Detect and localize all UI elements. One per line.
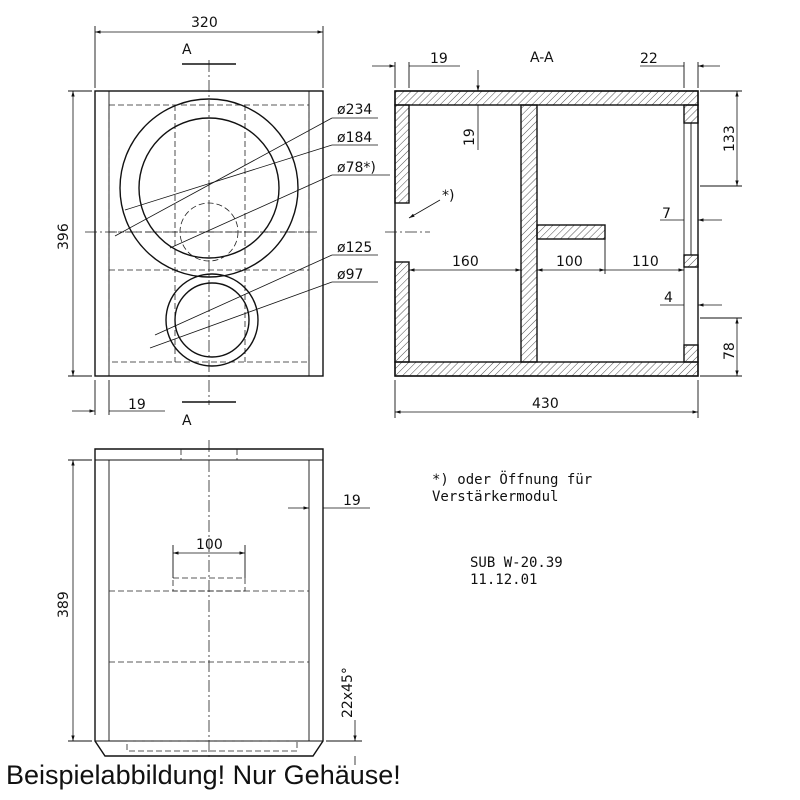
notes-block: *) oder Öffnung für Verstärkermodul SUB … bbox=[432, 470, 592, 588]
section-mark-top: A bbox=[182, 42, 192, 58]
note-line-2: Verstärkermodul bbox=[432, 489, 558, 505]
dim-section-top-wall: 19 bbox=[462, 128, 478, 146]
note-line-1: *) oder Öffnung für bbox=[432, 470, 592, 488]
dim-span-right: 110 bbox=[632, 254, 659, 270]
dim-span-left: 160 bbox=[452, 254, 479, 270]
dim-right-gap: 7 bbox=[662, 206, 671, 222]
front-view: A A ø234 ø184 ø78*) ø125 ø97 320 3 bbox=[56, 15, 390, 429]
woofer-cutout-inner bbox=[138, 117, 280, 259]
dim-height: 396 bbox=[56, 223, 72, 250]
dim-overall: 430 bbox=[532, 396, 559, 412]
dim-side-brace: 100 bbox=[196, 537, 223, 553]
dim-chamfer: 22x45° bbox=[340, 667, 356, 718]
dim-width: 320 bbox=[191, 15, 218, 31]
dim-side-height: 389 bbox=[56, 591, 72, 618]
dim-span-mid: 100 bbox=[556, 254, 583, 270]
port-inner bbox=[174, 282, 250, 358]
model-date: 11.12.01 bbox=[470, 572, 537, 588]
dim-side-wall: 19 bbox=[343, 493, 361, 509]
dim-dia-234: ø234 bbox=[337, 102, 372, 118]
brace-shelf bbox=[536, 224, 606, 240]
section-marker: *) bbox=[442, 188, 454, 204]
caption: Beispielabbildung! Nur Gehäuse! bbox=[6, 760, 401, 790]
dim-section-left-wall: 19 bbox=[430, 51, 448, 67]
port-78-circle bbox=[179, 202, 239, 262]
dim-right-upper: 133 bbox=[722, 125, 738, 152]
section-view: A-A 19 22 19 *) bbox=[372, 50, 742, 418]
front-outline bbox=[94, 90, 324, 377]
dim-section-right-wall: 22 bbox=[640, 51, 658, 67]
side-view: 100 19 389 22x45° bbox=[56, 440, 370, 765]
dim-right-small: 4 bbox=[664, 290, 673, 306]
model-name: SUB W-20.39 bbox=[470, 555, 563, 571]
dim-dia-125: ø125 bbox=[337, 240, 372, 256]
section-title: A-A bbox=[530, 50, 554, 66]
section-mark-bottom: A bbox=[182, 413, 192, 429]
woofer-cutout-outer bbox=[119, 98, 299, 278]
dim-wall-front: 19 bbox=[128, 397, 146, 413]
dim-dia-184: ø184 bbox=[337, 130, 372, 146]
dim-right-lower: 78 bbox=[722, 342, 738, 360]
port-outer bbox=[165, 273, 259, 367]
dim-dia-78: ø78*) bbox=[337, 160, 376, 176]
dim-dia-97: ø97 bbox=[337, 267, 363, 283]
